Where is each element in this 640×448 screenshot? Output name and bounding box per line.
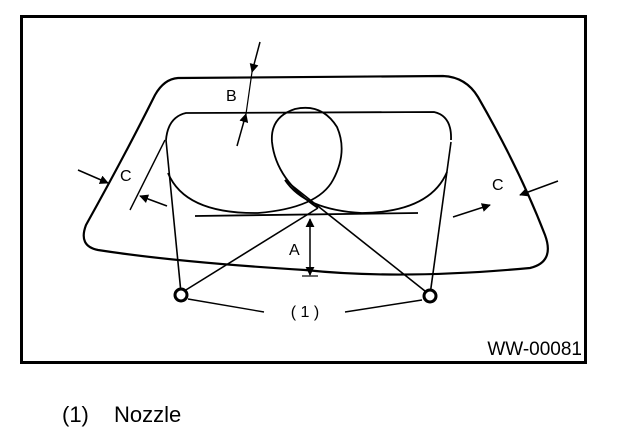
figure-frame bbox=[20, 15, 587, 364]
spray-lobe-left bbox=[167, 106, 343, 214]
dimension-c-left-arrow bbox=[77, 169, 109, 184]
dimension-b-arrow bbox=[236, 113, 249, 147]
legend-item-number: (1) bbox=[62, 402, 89, 427]
dimension-c-right-arrow bbox=[519, 180, 559, 197]
figure-code: WW-00081 bbox=[487, 339, 582, 360]
callout-leader-left bbox=[187, 298, 265, 313]
nozzle-callout-label: ( 1 ) bbox=[291, 304, 319, 321]
nozzle-left bbox=[173, 287, 189, 303]
legend-item-text: Nozzle bbox=[114, 402, 182, 427]
nozzle-right bbox=[422, 288, 438, 304]
spray-line bbox=[180, 207, 319, 294]
dimension-c-left-line bbox=[129, 139, 166, 211]
legend: (1) Nozzle bbox=[62, 402, 181, 428]
label-c-left: C bbox=[120, 168, 132, 185]
dimension-c-right-arrow bbox=[452, 203, 491, 218]
callout-leader-right bbox=[344, 299, 423, 313]
spray-lobe-right bbox=[284, 171, 448, 214]
label-c-right: C bbox=[492, 177, 504, 194]
windshield-outline bbox=[82, 74, 549, 276]
spray-line bbox=[284, 179, 431, 296]
label-b: B bbox=[226, 88, 237, 105]
spray-pattern-boundary bbox=[165, 111, 452, 141]
dimension-b-line bbox=[245, 71, 253, 115]
label-a: A bbox=[289, 242, 300, 259]
spray-line bbox=[429, 141, 452, 296]
dimension-c-left-arrow bbox=[139, 194, 168, 207]
dimension-b-arrow bbox=[249, 41, 261, 73]
legend-item: (1) Nozzle bbox=[62, 402, 181, 428]
spray-line bbox=[165, 139, 182, 294]
